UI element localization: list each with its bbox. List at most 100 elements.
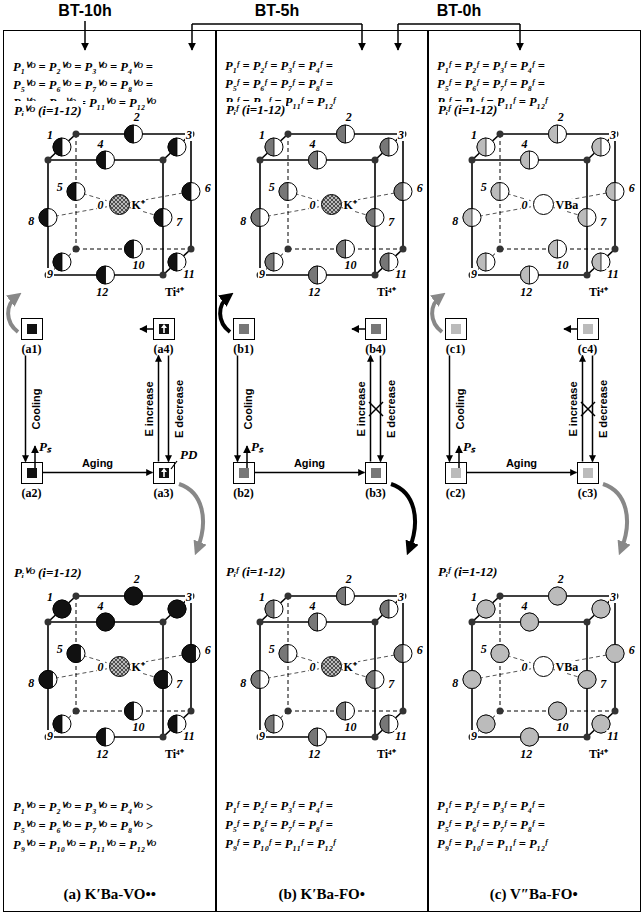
box-outline (233, 318, 255, 340)
state-box: (c3) (577, 462, 599, 500)
edge-label: E decrease (385, 378, 397, 438)
center-site (110, 195, 130, 215)
oxygen-site (521, 728, 539, 746)
dipole-fill (337, 125, 346, 143)
callout-number: 12 (95, 286, 109, 298)
callout-number: 9 (470, 730, 478, 742)
cycle-arrow (391, 484, 415, 550)
bracket (398, 23, 520, 25)
dipole-axis (76, 192, 163, 218)
panel: (b) K′Ba-FO•(b1)(b4)(b2)(b3) (215, 30, 429, 912)
polarization-label: Pₛ (251, 437, 263, 455)
transition-arrow (43, 472, 153, 474)
arrow (519, 24, 521, 50)
callout-number: 6 (628, 182, 636, 194)
oxygen-site (477, 138, 495, 156)
callout-number: 9 (258, 268, 266, 280)
ps-arrow (458, 446, 460, 468)
ti-ion (73, 593, 80, 600)
dipole-fill (168, 138, 177, 156)
oxygen-site (265, 600, 283, 618)
edge-label: E increase (355, 380, 367, 437)
cycle-arrow (432, 296, 442, 332)
dipole-fill (380, 715, 389, 733)
equation: P₅ᶠ = P₆ᶠ = P₇ᶠ = P₈ᶠ = (437, 77, 545, 92)
center-ion-label: K⁺ (131, 199, 146, 211)
dipole-fill (97, 151, 106, 169)
oxygen-site (606, 645, 624, 663)
box-outline (233, 462, 255, 484)
center-site (322, 657, 342, 677)
oxygen-site (477, 600, 495, 618)
state-label: (c4) (578, 342, 597, 356)
edge-label: Aging (293, 457, 326, 469)
oxygen-site (168, 600, 186, 618)
dipole-fill (521, 151, 530, 169)
box-outline (445, 318, 467, 340)
ti-ion (45, 157, 52, 164)
callout-number: 1 (258, 591, 266, 603)
callout-number: 3 (397, 129, 405, 141)
callout-number: 5 (480, 181, 488, 193)
ti-ion (612, 246, 619, 253)
perovskite-cube (39, 125, 200, 284)
domain-core (159, 468, 169, 478)
state-box: (b1) (233, 318, 255, 356)
equation: P₉ⱽᴼ = P₁₀ⱽᴼ = P₁₁ⱽᴼ = P₁₂ⱽᴼ (13, 836, 156, 853)
dipole-fill (549, 587, 567, 605)
ion-label: Ti⁴⁺ (165, 745, 184, 762)
box-outline (21, 462, 43, 484)
callout-number: 8 (451, 215, 459, 227)
oxygen-site (549, 125, 567, 143)
oxygen-site (53, 138, 71, 156)
site-number: 0 (521, 661, 529, 673)
polarization-label: Pᵢᶠ (i=1-12) (437, 564, 498, 580)
equation: P₁ᶠ = P₂ᶠ = P₃ᶠ = P₄ᶠ = (437, 59, 545, 74)
callout-number: 6 (628, 644, 636, 656)
callout-number: 6 (204, 182, 212, 194)
dipole-fill (606, 645, 624, 663)
edge-label: Cooling (242, 387, 254, 430)
callout-number: 9 (258, 730, 266, 742)
polarization-label: Pᵢᶠ (i=1-12) (437, 102, 498, 118)
dipole-fill (366, 209, 375, 227)
state-label: (c2) (446, 486, 465, 500)
box-outline (21, 318, 43, 340)
ti-ion (497, 131, 504, 138)
callout-number: 8 (451, 677, 459, 689)
transition-arrow (380, 356, 382, 462)
cycle-arrow (8, 296, 18, 332)
callout-number: 4 (96, 138, 104, 150)
dipole-fill (592, 600, 610, 618)
callout-number: 7 (599, 216, 607, 228)
oxygen-site (606, 183, 624, 201)
dipole-fill (477, 715, 495, 733)
ti-ion (372, 734, 379, 741)
dipole-fill (549, 125, 558, 143)
dipole-fill (337, 587, 346, 605)
callout-number: 8 (27, 677, 35, 689)
dipole-fill (97, 728, 106, 746)
dipole-fill (463, 671, 481, 689)
callout-number: 10 (132, 721, 146, 733)
ti-ion (584, 619, 591, 626)
panel: (a) K′Ba-VO••(a1)(a4)(a2)(a3) (3, 30, 217, 912)
polarization-label: Pₛ (39, 437, 51, 455)
center-ion-label: VBa (555, 661, 580, 673)
transition-arrow (25, 356, 27, 462)
equation: P₉ᶠ = P₁₀ᶠ = P₁₁ᶠ = P₁₂ᶠ (225, 837, 336, 852)
callout-number: 4 (520, 600, 528, 612)
dipole-fill (592, 138, 601, 156)
oxygen-site (578, 671, 596, 689)
domain-core (451, 324, 461, 334)
oxygen-site (463, 209, 481, 227)
dipole-fill (491, 645, 509, 663)
oxygen-site (309, 613, 327, 631)
domain-schematic (8, 296, 203, 550)
box-outline (365, 318, 387, 340)
callout-number: 10 (132, 259, 146, 271)
oxygen-site (592, 600, 610, 618)
center-ion-label: K⁺ (343, 661, 358, 673)
dipole-fill (463, 209, 472, 227)
dipole-fill (394, 183, 403, 201)
